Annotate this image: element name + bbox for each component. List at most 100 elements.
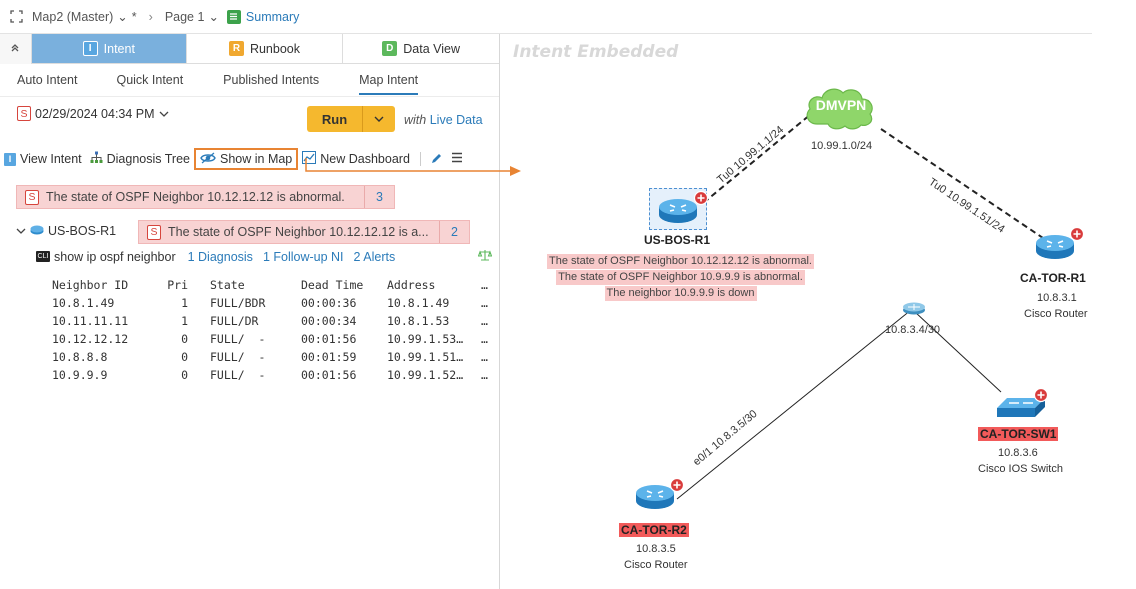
- subtab-quick-intent[interactable]: Quick Intent: [116, 73, 184, 87]
- view-intent-label: View Intent: [20, 152, 82, 166]
- datetime-selector[interactable]: S 02/29/2024 04:34 PM: [17, 106, 169, 121]
- col-dead-time: Dead Time: [301, 278, 364, 292]
- ca-tor-r1-name: CA-TOR-R1: [1020, 271, 1086, 285]
- cell: 10.99.1.51…: [387, 350, 464, 364]
- cell: FULL/ -: [210, 332, 266, 346]
- panel-tabs: I Intent R Runbook D Data View: [0, 34, 499, 64]
- menu-button[interactable]: [447, 148, 467, 170]
- show-in-map-button[interactable]: Show in Map: [194, 148, 299, 170]
- intent-panel: I Intent R Runbook D Data View Auto Inte…: [0, 34, 500, 589]
- cell: 00:00:34: [301, 314, 357, 328]
- ca-tor-r1-router-node[interactable]: [1033, 226, 1089, 266]
- edit-button[interactable]: [427, 148, 447, 170]
- alert-message: The neighbor 10.9.9.9 is down: [604, 286, 757, 301]
- table-row: 10.9.9.9 0 FULL/ - 00:01:56 10.99.1.52… …: [52, 368, 488, 386]
- cell: 10.8.1.49: [52, 296, 115, 310]
- cell: …: [481, 314, 488, 328]
- device-node[interactable]: US-BOS-R1: [16, 224, 116, 238]
- cli-icon: CLI: [36, 251, 50, 262]
- map-selector[interactable]: Map2 (Master) ⌄ *: [32, 9, 137, 25]
- table-row: 10.11.11.11 1 FULL/DR 00:00:34 10.8.1.53…: [52, 314, 488, 332]
- followup-link[interactable]: 1 Follow-up NI: [262, 249, 344, 264]
- map-name: Map2 (Master): [32, 9, 114, 24]
- subtab-map-intent[interactable]: Map Intent: [359, 67, 419, 95]
- chevron-down-icon: [159, 107, 169, 121]
- diagnosis-link[interactable]: 1 Diagnosis: [187, 249, 253, 264]
- new-dashboard-label: New Dashboard: [320, 152, 410, 166]
- col-more: …: [481, 278, 488, 292]
- page-selector[interactable]: Page 1 ⌄: [164, 9, 219, 25]
- intent-toolbar: I View Intent Diagnosis Tree Show in Map: [0, 148, 500, 170]
- tab-runbook[interactable]: R Runbook: [187, 34, 344, 63]
- cell: …: [481, 296, 488, 310]
- us-bos-name: US-BOS-R1: [644, 233, 711, 247]
- map-links: [676, 113, 1047, 500]
- cell: 10.11.11.11: [52, 314, 129, 328]
- run-button[interactable]: Run: [307, 106, 362, 132]
- alert-text: The state of OSPF Neighbor 10.12.12.12 i…: [46, 190, 345, 204]
- cell: 10.99.1.53…: [387, 332, 464, 346]
- balance-scale-icon[interactable]: [477, 249, 493, 264]
- run-options-button[interactable]: [362, 106, 395, 132]
- cell: 1: [181, 296, 188, 310]
- cell: …: [481, 332, 488, 346]
- cell: 10.9.9.9: [52, 368, 108, 382]
- command-text: show ip ospf neighbor: [54, 249, 176, 264]
- collapse-button[interactable]: [0, 34, 32, 64]
- view-intent-button[interactable]: I View Intent: [0, 148, 86, 170]
- cell: 10.12.12.12: [52, 332, 129, 346]
- intent-alert-row[interactable]: S The state of OSPF Neighbor 10.12.12.12…: [16, 185, 395, 209]
- ca-tor-r2-name: CA-TOR-R2: [619, 523, 689, 537]
- hub-icon[interactable]: [902, 300, 926, 316]
- summary-icon: [226, 9, 241, 24]
- ca-tor-r1-ip: 10.8.3.1: [1037, 292, 1077, 304]
- alert-count[interactable]: 3: [364, 186, 394, 208]
- tab-label: Intent: [103, 41, 135, 56]
- runbook-tab-icon: R: [228, 41, 244, 56]
- fullscreen-icon[interactable]: [8, 9, 24, 25]
- us-bos-router-node[interactable]: [649, 188, 709, 230]
- device-alert-count[interactable]: 2: [439, 221, 469, 243]
- summary-label: Summary: [245, 9, 300, 24]
- show-in-map-label: Show in Map: [220, 152, 293, 166]
- intent-icon: I: [4, 152, 16, 166]
- diagnosis-tree-button[interactable]: Diagnosis Tree: [86, 148, 194, 170]
- new-dashboard-button[interactable]: New Dashboard: [298, 148, 414, 170]
- tab-label: Runbook: [249, 41, 300, 56]
- tab-intent[interactable]: I Intent: [31, 34, 187, 63]
- tab-data-view[interactable]: D Data View: [343, 34, 499, 63]
- data-view-tab-icon: D: [382, 41, 398, 56]
- live-data-link[interactable]: Live Data: [429, 113, 483, 127]
- table-row: 10.8.1.49 1 FULL/BDR 00:00:36 10.8.1.49 …: [52, 296, 488, 314]
- command-row: CLI show ip ospf neighbor 1 Diagnosis 1 …: [36, 249, 493, 264]
- unsaved-mark: *: [131, 9, 137, 24]
- map-watermark: Intent Embedded: [513, 42, 679, 62]
- pointer-arrow: [305, 158, 521, 176]
- page-name: Page 1: [164, 9, 205, 24]
- breadcrumb-separator: ›: [148, 9, 153, 24]
- network-map[interactable]: Intent Embedded DMVPN 10.99.1.0/24 Tu0 1…: [501, 34, 1136, 589]
- ca-tor-r2-router-node[interactable]: [631, 476, 687, 516]
- col-pri: Pri: [167, 278, 188, 292]
- chevron-down-icon: [374, 112, 384, 126]
- device-name: US-BOS-R1: [48, 224, 117, 238]
- table-row: 10.8.8.8 0 FULL/ - 00:01:59 10.99.1.51… …: [52, 350, 488, 368]
- ca-tor-sw1-switch-node[interactable]: [995, 386, 1049, 422]
- col-neighbor-id: Neighbor ID: [52, 278, 129, 292]
- cell: 0: [181, 332, 188, 346]
- cell: 10.8.1.49: [387, 296, 450, 310]
- summary-link[interactable]: Summary: [226, 9, 300, 24]
- datetime-value: 02/29/2024 04:34 PM: [35, 106, 155, 121]
- dmvpn-cloud-icon[interactable]: DMVPN: [801, 80, 881, 132]
- subtab-auto-intent[interactable]: Auto Intent: [17, 73, 78, 87]
- svg-text:DMVPN: DMVPN: [816, 97, 867, 113]
- chevron-down-icon: [16, 224, 26, 238]
- subtab-published-intents[interactable]: Published Intents: [223, 73, 320, 87]
- chevron-up-icon: [10, 42, 20, 56]
- device-alert-messages: The state of OSPF Neighbor 10.12.12.12 i…: [544, 254, 817, 302]
- device-alert-row[interactable]: S The state of OSPF Neighbor 10.12.12.12…: [138, 220, 470, 244]
- alerts-link[interactable]: 2 Alerts: [353, 249, 396, 264]
- alert-message: The state of OSPF Neighbor 10.9.9.9 is a…: [556, 270, 805, 285]
- cell: FULL/ -: [210, 368, 266, 382]
